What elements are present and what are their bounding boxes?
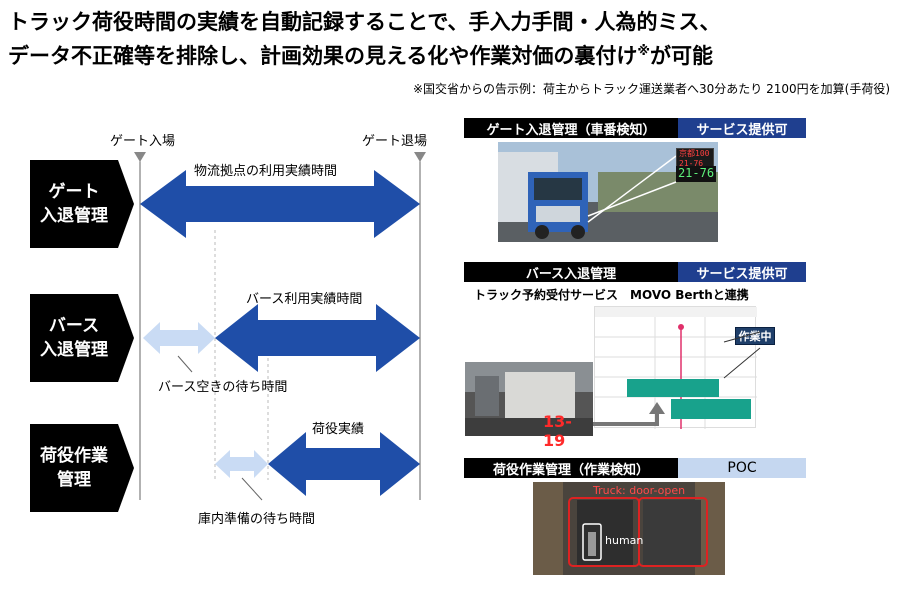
arrow-prep-wait	[215, 450, 268, 478]
plate-display-mid: 21-76	[679, 159, 704, 168]
title-line-1: トラック荷役時間の実績を自動記録することで、手入力手間・人為的ミス、	[8, 10, 721, 34]
category-gate-line2: 入退管理	[40, 206, 108, 226]
berth-panel-description: トラック予約受付サービス MOVO Berthと連携	[474, 288, 749, 302]
category-gate-line1: ゲート	[48, 182, 100, 202]
gate-panel-title: ゲート入退管理（車番検知）	[464, 118, 678, 138]
title-superscript: ※	[637, 44, 651, 59]
warehouse-image	[533, 482, 725, 575]
category-gate: ゲート入退管理	[30, 160, 134, 248]
category-chevron-berth	[30, 294, 134, 382]
plate-display-big: 21-76	[676, 166, 716, 182]
callout-lines	[723, 331, 761, 379]
gate-in-marker	[134, 152, 146, 162]
arrow-gate-usage-label: 物流拠点の利用実績時間	[194, 164, 338, 179]
berth-camera-photo: 13-19	[465, 362, 593, 450]
work-camera-photo: Truck: door-open human	[533, 482, 725, 575]
work-panel-header: 荷役作業管理（作業検知） POC	[464, 458, 806, 478]
timeline-diagram: ゲート入場 ゲート退場 ゲート入退管理 バース入退管理 荷役作業管理 物流拠点の…	[30, 134, 428, 527]
category-work-line2: 管理	[57, 470, 91, 490]
category-berth: バース入退管理	[30, 294, 134, 382]
berth-panel-title: バース入退管理	[464, 262, 678, 282]
berth-panel-status: サービス提供可	[678, 262, 806, 282]
title-line-2-end: が可能	[650, 44, 714, 68]
berth-panel-header: バース入退管理 サービス提供可	[464, 262, 806, 282]
movo-berth-screenshot: 作業中	[594, 306, 775, 429]
connector-arrow	[593, 402, 665, 426]
gate-truck-photo: 京都100 21-76 21-76	[498, 142, 718, 242]
plate-number: 13-19	[543, 412, 572, 450]
callout-berth-wait	[177, 355, 193, 373]
arrow-berth-wait	[143, 322, 215, 354]
category-work: 荷役作業管理	[30, 424, 134, 512]
detection-label-human: human	[605, 534, 644, 547]
prep-wait-label: 庫内準備の待ち時間	[198, 512, 316, 527]
category-berth-line2: 入退管理	[40, 340, 108, 360]
berth-image	[465, 362, 593, 436]
gate-out-marker	[414, 152, 426, 162]
gate-panel-header: ゲート入退管理（車番検知） サービス提供可	[464, 118, 806, 138]
footnote: ※国交省からの告示例：荷主からトラック運送業者へ30分あたり 2100円を加算(…	[412, 82, 890, 96]
berth-wait-label: バース空きの待ち時間	[158, 380, 288, 395]
detection-label-truck: Truck: door-open	[593, 484, 686, 497]
title-line-2: データ不正確等を排除し、計画効果の見える化や作業対価の裏付け※が可能	[8, 37, 898, 71]
page-title: トラック荷役時間の実績を自動記録することで、手入力手間・人為的ミス、 データ不正…	[8, 8, 898, 71]
plate-display-top: 京都100	[679, 149, 710, 158]
callout-prep-wait	[241, 477, 263, 501]
category-chevron-work	[30, 424, 134, 512]
category-chevron-gate	[30, 160, 134, 248]
work-panel-title: 荷役作業管理（作業検知）	[464, 458, 678, 478]
category-work-line1: 荷役作業	[40, 446, 108, 466]
schedule-graphic	[595, 307, 757, 429]
gate-panel-status: サービス提供可	[678, 118, 806, 138]
timeline-graphics	[30, 152, 426, 512]
gate-in-label: ゲート入場	[110, 134, 176, 149]
category-berth-line1: バース	[48, 316, 100, 336]
title-line-2-text: データ不正確等を排除し、計画効果の見える化や作業対価の裏付け	[8, 44, 638, 68]
arrow-gate-usage	[140, 170, 420, 238]
arrow-berth-usage-label: バース利用実績時間	[246, 292, 363, 307]
arrow-work-actual	[268, 432, 420, 496]
arrow-berth-usage	[215, 304, 420, 372]
arrow-work-actual-label: 荷役実績	[312, 422, 365, 437]
status-badge: 作業中	[735, 327, 775, 345]
gate-out-label: ゲート退場	[362, 134, 428, 149]
work-panel-status: POC	[678, 458, 806, 478]
